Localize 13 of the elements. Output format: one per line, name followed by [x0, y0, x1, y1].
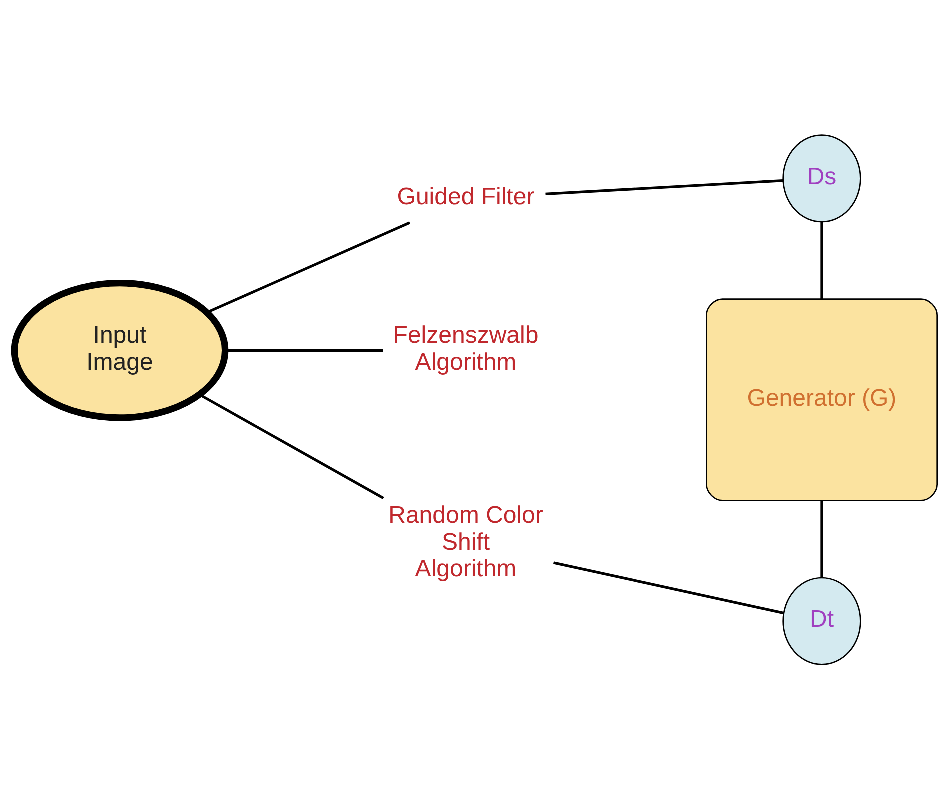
node-box: Generator (G) — [706, 298, 938, 501]
connector — [198, 393, 384, 500]
connector — [552, 561, 784, 614]
connector — [206, 221, 410, 314]
node-ellipse: Ds — [782, 134, 861, 222]
connector — [545, 178, 783, 196]
node-ellipse: Dt — [782, 576, 861, 665]
node-text: Guided Filter — [396, 183, 534, 210]
connector — [820, 222, 823, 299]
connector — [820, 500, 823, 578]
node-text: Random Color Shift Algorithm — [388, 502, 543, 582]
node-text: Felzenszwalb Algorithm — [392, 322, 538, 376]
node-ellipse: Input Image — [10, 280, 228, 421]
